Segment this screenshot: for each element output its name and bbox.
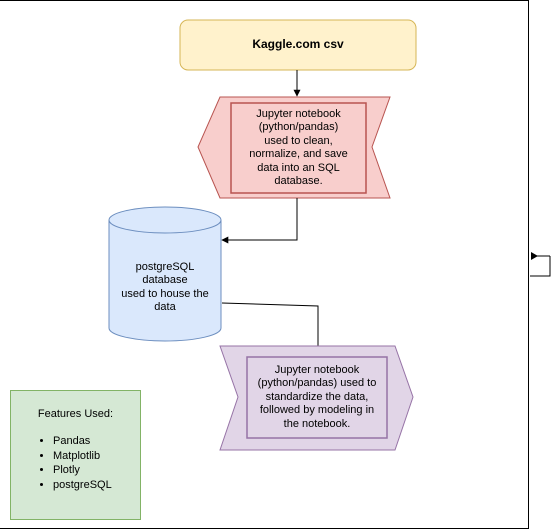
features-list-item: Matplotlib (53, 449, 112, 464)
database-node-shape[interactable] (108, 206, 222, 342)
clean-node-inner-frame (230, 102, 367, 194)
features-list-item: Pandas (53, 434, 112, 449)
edge-database-to-model (221, 302, 322, 357)
features-list-item: postgreSQL (53, 478, 112, 493)
clean-node-label: Jupyter notebook (python/pandas) used to… (249, 107, 348, 188)
features-heading: Features Used: (37, 408, 114, 420)
edge-offscreen-stub (530, 255, 551, 277)
source-node-shape[interactable] (179, 19, 417, 71)
edge-clean-to-database (221, 198, 298, 244)
container-frame (0, 0, 529, 529)
model-node-inner-frame (246, 356, 388, 439)
database-node-top-rim (108, 219, 222, 234)
edge-offscreen-arrowhead (531, 252, 538, 260)
clean-node-shape[interactable] (197, 96, 391, 199)
model-node-shape[interactable] (219, 345, 414, 451)
database-node-label: postgreSQL database used to house the da… (121, 260, 209, 314)
features-list-item: Plotly (53, 463, 112, 478)
features-panel: Features Used: Pandas Matplotlib Plotly … (10, 390, 141, 520)
features-list: Pandas Matplotlib Plotly postgreSQL (11, 434, 112, 492)
model-node-label: Jupyter notebook (python/pandas) used to… (257, 363, 377, 430)
source-node-label: Kaggle.com csv (252, 37, 344, 52)
